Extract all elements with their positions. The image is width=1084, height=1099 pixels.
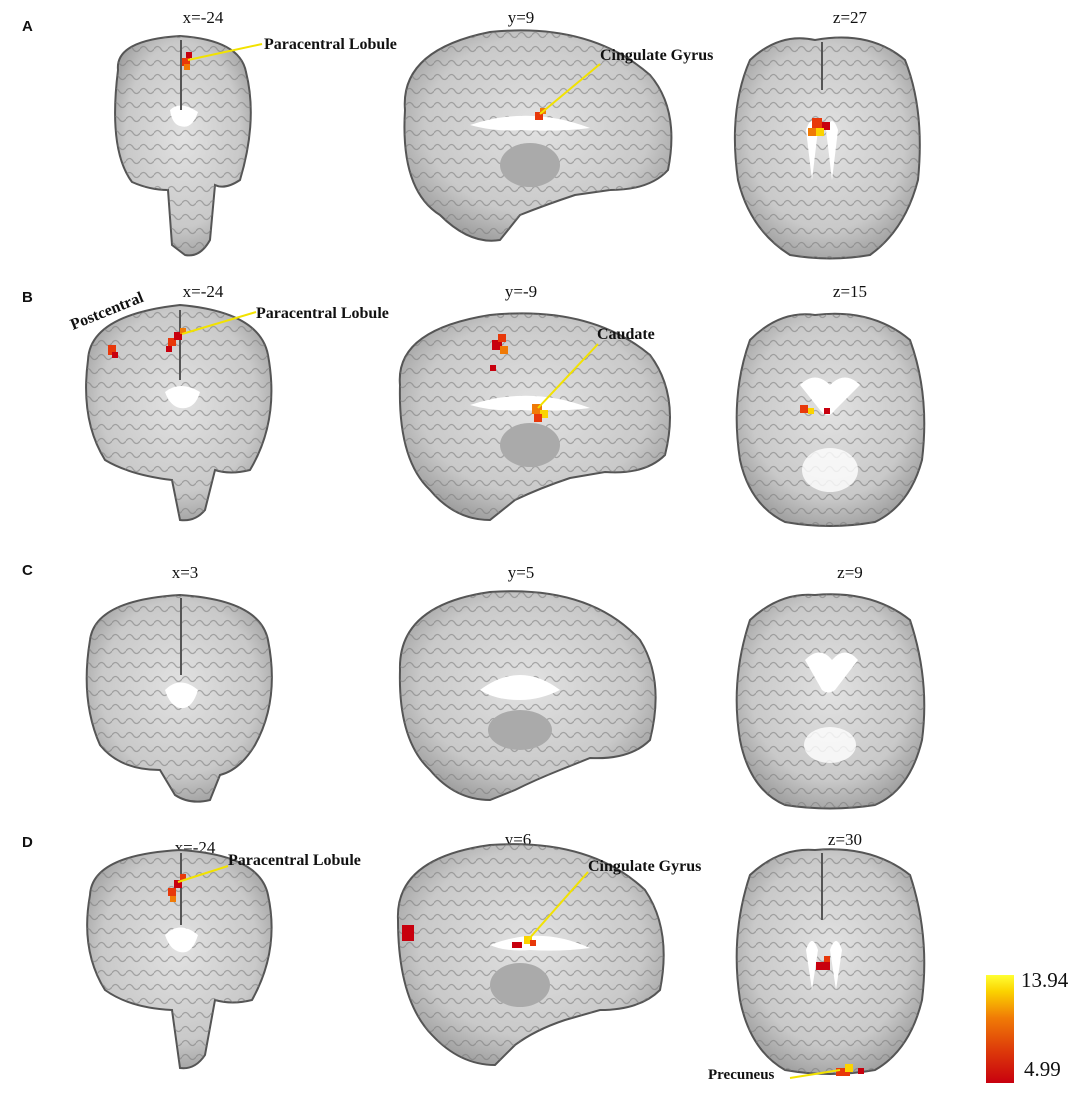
slice-label-b-axial: z=15 xyxy=(832,282,868,301)
slice-label-a-axial: z=27 xyxy=(832,8,868,27)
annotation-d-precuneus: Precuneus xyxy=(708,1067,775,1083)
slice-label-b-coronal: x=-24 xyxy=(182,282,224,301)
slice-label-a-sagittal: y=9 xyxy=(507,8,535,27)
slice-label-a-coronal: x=-24 xyxy=(182,8,224,27)
annotation-a-cingulate-gyrus: Cingulate Gyrus xyxy=(600,47,714,64)
activation-d-axial xyxy=(816,956,830,970)
activation-b-postcentral xyxy=(108,345,118,358)
annotation-b-paracentral-lobule: Paracentral Lobule xyxy=(256,305,389,322)
annotation-d-cingulate-gyrus: Cingulate Gyrus xyxy=(588,858,702,875)
annotation-a-paracentral-lobule: Paracentral Lobule xyxy=(264,36,397,53)
panel-letter-b: B xyxy=(22,289,33,306)
colorbar-min-label: 4.99 xyxy=(1024,1057,1061,1081)
activation-d-paracentral xyxy=(168,874,186,902)
activation-b-sagittal xyxy=(490,334,508,371)
coronal-slice-a xyxy=(114,34,252,257)
panel-letter-c: C xyxy=(22,562,33,579)
annotation-b-postcentral: Postcentral xyxy=(68,289,147,334)
activation-d-sagittal-frontal xyxy=(402,925,414,941)
coronal-slice-d xyxy=(86,848,273,1070)
activation-a-axial xyxy=(808,118,830,136)
colorbar xyxy=(986,975,1014,1083)
activation-d-cingulate xyxy=(512,936,536,948)
annotation-d-paracentral-lobule: Paracentral Lobule xyxy=(228,852,361,869)
annotation-b-caudate: Caudate xyxy=(597,326,655,343)
axial-slice-d xyxy=(735,848,926,1075)
slice-label-d-axial: z=30 xyxy=(827,830,863,849)
axial-slice-b xyxy=(735,312,926,527)
axial-slice-c xyxy=(735,593,926,810)
activation-d-precuneus xyxy=(836,1064,864,1076)
activation-a-paracentral xyxy=(182,52,192,70)
activation-b-paracentral xyxy=(166,328,186,352)
sagittal-slice-d xyxy=(396,843,665,1067)
annotation-lines xyxy=(177,43,841,1079)
axial-slice-a xyxy=(733,36,921,260)
coronal-slice-b xyxy=(85,303,273,522)
slice-label-b-sagittal: y=-9 xyxy=(504,282,538,301)
sagittal-slice-c xyxy=(398,590,657,802)
activation-a-cingulate xyxy=(535,108,546,120)
coronal-slice-c xyxy=(85,593,273,803)
activation-b-caudate xyxy=(532,404,548,422)
activation-b-axial xyxy=(800,405,830,414)
sagittal-slice-b xyxy=(398,312,671,522)
slice-label-c-sagittal: y=5 xyxy=(507,563,535,582)
slice-label-c-axial: z=9 xyxy=(837,563,863,582)
panel-letter-a: A xyxy=(22,18,33,35)
slice-label-d-sagittal: y=6 xyxy=(504,830,532,849)
colorbar-max-label: 13.94 xyxy=(1021,968,1069,992)
panel-letter-d: D xyxy=(22,834,33,851)
slice-label-c-coronal: x=3 xyxy=(171,563,199,582)
